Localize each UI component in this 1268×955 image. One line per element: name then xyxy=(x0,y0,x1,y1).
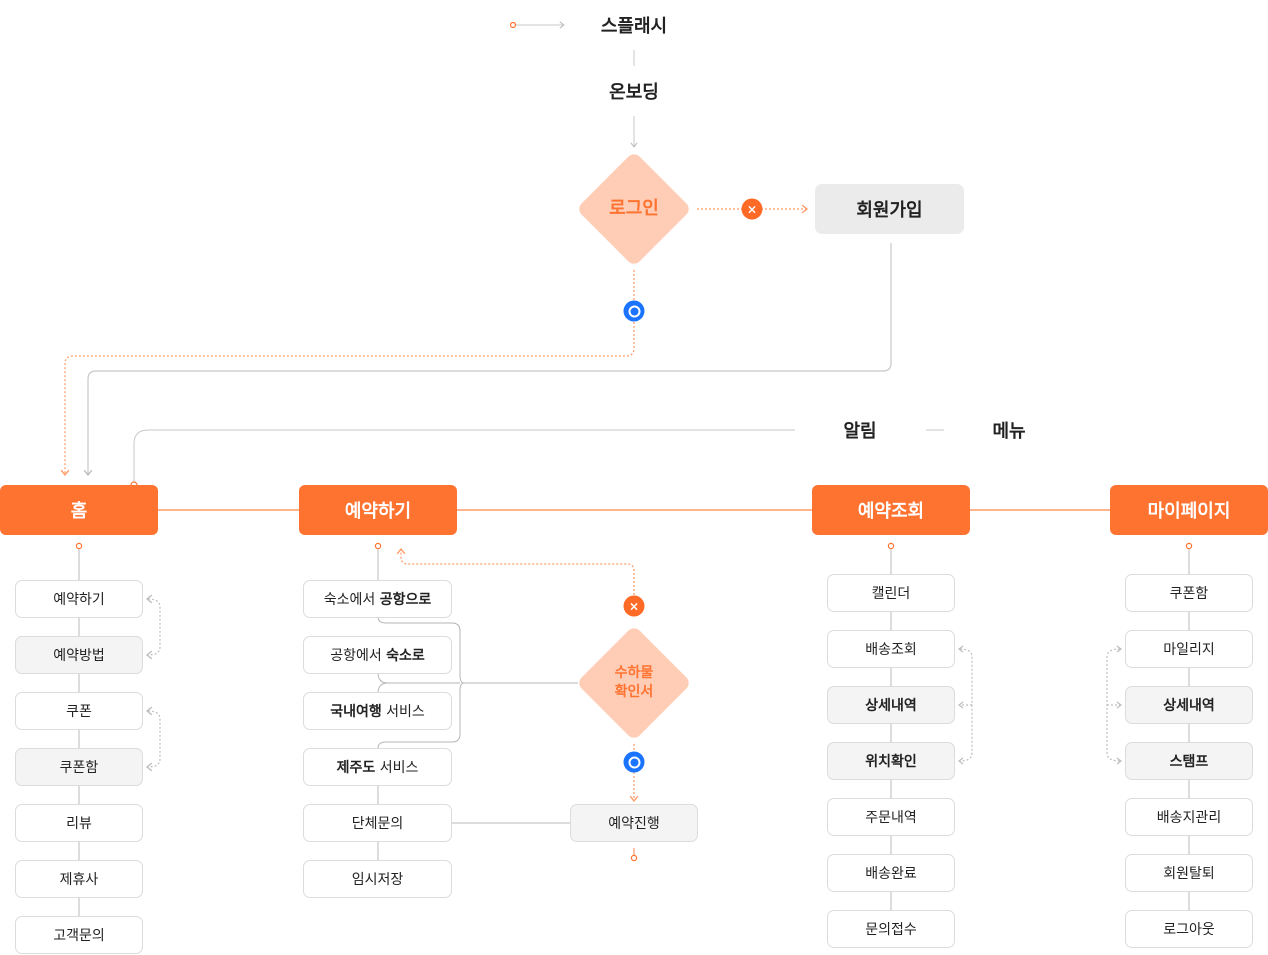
circle-icon xyxy=(628,305,640,317)
signup-node: 회원가입 xyxy=(815,184,964,234)
lookup-item: 배송조회 xyxy=(827,630,955,668)
lookup-item: 배송완료 xyxy=(827,854,955,892)
reserve-item-pre: 숙소에서 xyxy=(323,592,380,608)
notification-home-line xyxy=(133,429,795,484)
reserve-item-pre: 공항에서 xyxy=(330,648,387,664)
reserve-item-bold: 공항으로 xyxy=(379,592,432,608)
reserve-item-bold: 숙소로 xyxy=(386,648,425,664)
home-item: 제휴사 xyxy=(15,860,143,898)
lookup-item: 주문내역 xyxy=(827,798,955,836)
reserve-item: 숙소에서 공항으로 xyxy=(303,580,452,618)
home-item: 고객문의 xyxy=(15,916,143,954)
mypage-item: 쿠폰함 xyxy=(1125,574,1253,612)
lookup-link xyxy=(959,648,973,762)
decision-no-icon: × xyxy=(623,595,645,617)
baggage-decision: 수하물 확인서 xyxy=(576,625,692,741)
login-yes-line xyxy=(60,270,635,477)
close-icon: × xyxy=(628,599,640,613)
login-decision: 로그인 xyxy=(576,151,692,267)
close-icon: × xyxy=(746,202,758,216)
home-link-reserve xyxy=(145,594,161,660)
menu-label: 메뉴 xyxy=(992,421,1026,442)
reserve-item-post: 서비스 xyxy=(381,704,425,720)
mypage-item: 로그아웃 xyxy=(1125,910,1253,948)
mypage-item: 스탬프 xyxy=(1125,742,1253,780)
reserve-item-post: 서비스 xyxy=(375,760,419,776)
mypage-item: 상세내역 xyxy=(1125,686,1253,724)
main-node-mypage: 마이페이지 xyxy=(1110,485,1268,535)
circle-icon xyxy=(628,756,640,768)
splash-label: 스플래시 xyxy=(600,16,668,37)
start-connector xyxy=(509,21,565,29)
home-item: 리뷰 xyxy=(15,804,143,842)
baggage-label: 수하물 확인서 xyxy=(615,664,654,702)
home-item: 예약방법 xyxy=(15,636,143,674)
reserve-item-bold: 국내여행 xyxy=(330,704,382,720)
lookup-item: 위치확인 xyxy=(827,742,955,780)
yes-icon xyxy=(623,300,645,322)
home-link-coupon xyxy=(145,706,161,772)
baggage-label-line2: 확인서 xyxy=(614,684,654,700)
reserve-item: 임시저장 xyxy=(303,860,452,898)
reserve-item: 단체문의 xyxy=(303,804,452,842)
notification-label: 알림 xyxy=(843,421,877,442)
lookup-item: 캘린더 xyxy=(827,574,955,612)
reserve-item: 제주도 서비스 xyxy=(303,748,452,786)
mypage-item: 배송지관리 xyxy=(1125,798,1253,836)
lookup-item: 문의접수 xyxy=(827,910,955,948)
reserve-item: 공항에서 숙소로 xyxy=(303,636,452,674)
mypage-item: 마일리지 xyxy=(1125,630,1253,668)
baggage-label-line1: 수하물 xyxy=(614,665,654,682)
mypage-link xyxy=(1106,648,1121,762)
progress-end-connector xyxy=(630,848,638,862)
login-label: 로그인 xyxy=(609,197,659,219)
signup-home-line xyxy=(83,243,892,477)
home-item: 쿠폰함 xyxy=(15,748,143,786)
reserve-item-bold: 제주도 xyxy=(336,760,376,776)
main-node-lookup: 예약조회 xyxy=(812,485,970,535)
home-item: 예약하기 xyxy=(15,580,143,618)
lookup-item: 상세내역 xyxy=(827,686,955,724)
no-icon: × xyxy=(741,198,763,220)
home-item: 쿠폰 xyxy=(15,692,143,730)
decision-yes-icon xyxy=(623,751,645,773)
onboarding-label: 온보딩 xyxy=(609,82,659,103)
reserve-progress-node: 예약진행 xyxy=(570,804,698,842)
reserve-item: 국내여행 서비스 xyxy=(303,692,452,730)
mypage-item: 회원탈퇴 xyxy=(1125,854,1253,892)
main-node-home: 홈 xyxy=(0,485,158,535)
main-node-reserve: 예약하기 xyxy=(299,485,457,535)
